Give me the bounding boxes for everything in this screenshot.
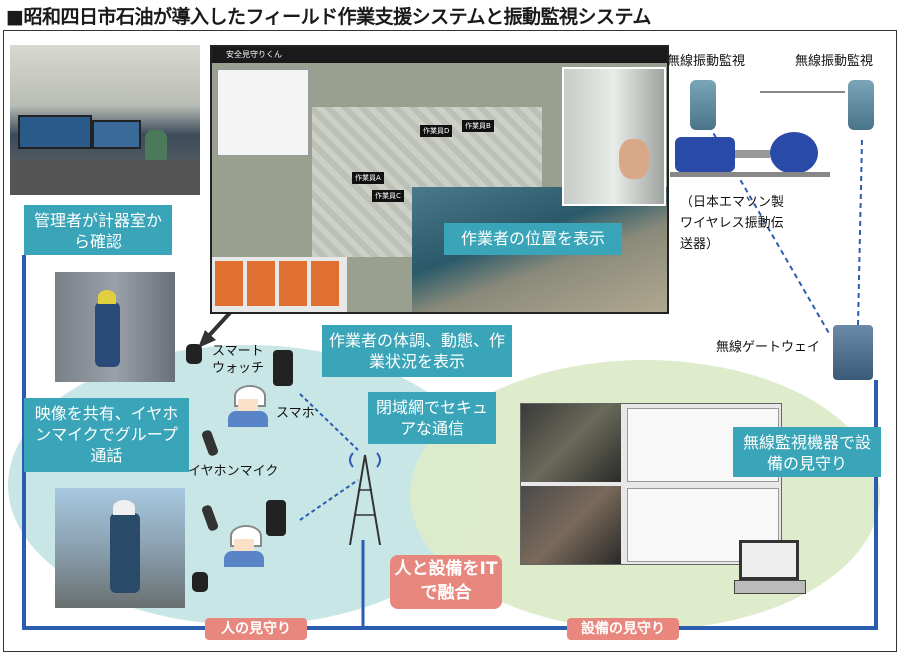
people-monitor-label: 人の見守り xyxy=(205,618,307,640)
monitor-callout: 無線監視機器で設備の見守り xyxy=(733,427,881,477)
smartphone-label: スマホ xyxy=(276,406,315,421)
worker-marker-c: 作業員C xyxy=(372,190,404,202)
manager-callout: 管理者が計器室から確認 xyxy=(24,205,172,255)
control-room-photo xyxy=(10,45,200,195)
vibration-sensor-left-icon xyxy=(690,80,716,130)
share-callout: 映像を共有、イヤホンマイクでグループ通話 xyxy=(24,398,189,472)
condition-callout: 作業者の体調、動態、作業状況を表示 xyxy=(322,325,512,377)
pump-motor-icon xyxy=(670,132,830,177)
network-callout: 閉域網でセキュアな通信 xyxy=(368,392,496,444)
vibration-sensor-right-icon xyxy=(848,80,874,130)
smartphone-icon-2 xyxy=(266,500,286,536)
gateway-label: 無線ゲートウェイ xyxy=(716,340,821,355)
emerson-label: （日本エマソン製ワイヤレス振動伝送器） xyxy=(680,195,785,252)
position-callout: 作業者の位置を表示 xyxy=(444,223,622,255)
worker-marker-b: 作業員B xyxy=(462,120,494,132)
worker-marker-a: 作業員A xyxy=(352,172,384,184)
worker-icon-bottom xyxy=(224,525,264,567)
laptop-icon xyxy=(734,540,806,595)
worker-photo-2 xyxy=(55,488,185,608)
worker-marker-d: 作業員D xyxy=(420,125,453,137)
worker-photo-1 xyxy=(55,272,175,382)
app-title: 安全見守りくん xyxy=(226,50,282,59)
radio-tower-icon xyxy=(345,445,385,545)
page-title: ■昭和四日市石油が導入したフィールド作業支援システムと振動監視システム xyxy=(6,6,651,28)
smartwatch-icon-2 xyxy=(192,572,208,592)
equipment-monitor-label: 設備の見守り xyxy=(567,618,679,640)
smartwatch-icon xyxy=(186,344,202,364)
monitoring-screen: 安全見守りくん 作業員D 作業員B 作業員A 作業員C xyxy=(210,45,669,314)
vibration-label-left: 無線振動監視 xyxy=(667,54,746,69)
smartphone-icon xyxy=(273,350,293,386)
worker-icon-top xyxy=(228,385,268,427)
vibration-label-right: 無線振動監視 xyxy=(795,54,874,69)
earphone-label: イヤホンマイク xyxy=(188,464,279,479)
center-callout: 人と設備をITで融合 xyxy=(390,555,502,609)
wireless-gateway-icon xyxy=(833,325,873,380)
smartwatch-label: スマートウォッチ xyxy=(212,344,265,376)
